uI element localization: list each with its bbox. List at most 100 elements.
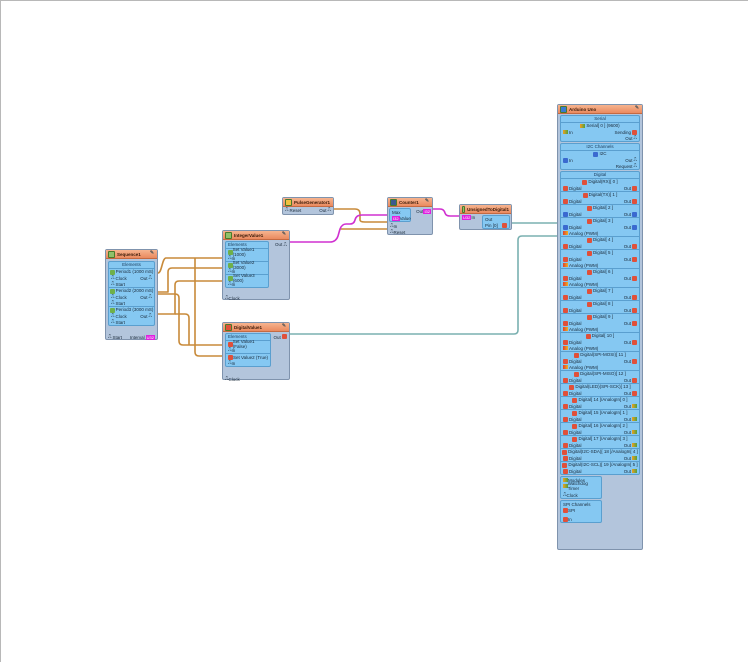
- set-value-1[interactable]: Set Value1 (1000)⎍In: [226, 247, 268, 261]
- digital-pin-icon: [563, 224, 568, 230]
- digital-value-block[interactable]: DigitalValue1 ✎ Elements Set Value1 (Fal…: [222, 322, 290, 382]
- integer-out-pin[interactable]: Out ⎍: [271, 240, 289, 289]
- watchdog-clock-pin[interactable]: ⎍Clock: [561, 492, 601, 498]
- clock-element-icon: [109, 288, 115, 294]
- digital-pin-icon: [586, 237, 592, 243]
- edit-icon[interactable]: ✎: [281, 323, 287, 329]
- set-value-3[interactable]: Set Value3 (600)⎍In: [226, 273, 268, 287]
- pulse-generator-block[interactable]: PulseGenerator1 ⎍Reset Out⎍: [282, 197, 334, 215]
- edit-icon[interactable]: ✎: [149, 250, 155, 256]
- serial-out-pin[interactable]: Out⎍: [561, 135, 639, 141]
- reset-pin-label: Reset: [393, 229, 406, 235]
- digital-in-label: Digital: [569, 339, 582, 345]
- wire-pulse-to-counter-in[interactable]: [333, 208, 387, 223]
- digital-value-header[interactable]: DigitalValue1 ✎: [223, 323, 289, 332]
- digital-pin-icon: [582, 179, 588, 185]
- u32-badge: U32: [462, 214, 472, 220]
- digital-pin-icon: [563, 358, 568, 364]
- wire-seq2-to-dig1[interactable]: [158, 293, 225, 346]
- counter-out-pin[interactable]: OutI32: [412, 207, 432, 223]
- digital-clock-pin[interactable]: ⎍Clock: [223, 376, 289, 382]
- wire-seq2-to-int2[interactable]: [158, 267, 225, 293]
- unsigned-to-digital-header[interactable]: UnsignedToDigital1: [460, 205, 511, 214]
- counter-header[interactable]: Counter1 ✎: [388, 198, 432, 207]
- i2c-request-pin[interactable]: Request⎍: [561, 163, 639, 169]
- serial-item[interactable]: Serial[ 0 ] (9600): [561, 123, 639, 129]
- digital-pin-19[interactable]: Digital(I2C-SCL)[ 19 ]/AnalogIn[ 5 ]Digi…: [561, 462, 639, 474]
- digital-in-label: Digital: [569, 390, 582, 396]
- wire-seq3-to-dig[interactable]: [175, 313, 190, 345]
- spi-in-pin[interactable]: In: [561, 516, 601, 522]
- integer-value-header[interactable]: IntegerValue1 ✎: [223, 231, 289, 240]
- digital-pin-icon: [563, 468, 568, 474]
- digital-out-pin[interactable]: Out: [273, 332, 289, 368]
- edit-icon[interactable]: ✎: [634, 105, 640, 111]
- watchdog-timer[interactable]: Watchdog Timer: [561, 481, 601, 491]
- digital-pin-icon: [586, 205, 592, 211]
- pulse-pins-row[interactable]: ⎍Reset Out⎍: [283, 207, 333, 213]
- digital-pin-icon: [563, 403, 568, 409]
- set-value-1[interactable]: Set Value1 (False)⎍In: [226, 339, 270, 353]
- out-pin-label: Out: [623, 403, 631, 409]
- arduino-uno-block[interactable]: Arduino Uno ✎ Serial Serial[ 0 ] (9600) …: [557, 104, 643, 550]
- integer-value-block[interactable]: IntegerValue1 ✎ Elements Set Value1 (100…: [222, 230, 290, 301]
- counter-icon: [390, 198, 397, 206]
- digital-pin-label: Digital(TX)[ 1 ]: [588, 192, 618, 197]
- wire-dig-to-digital3[interactable]: [290, 235, 557, 335]
- wire-seq1-to-int1[interactable]: [157, 257, 225, 274]
- wire-seq1-to-dig2[interactable]: [194, 258, 225, 357]
- wire-seq3-to-int3[interactable]: [158, 280, 225, 315]
- clock-icon: ⎍: [225, 295, 229, 301]
- digital-pin-18[interactable]: Digital(I2C-SDA)[ 18 ]/AnalogIn[ 4 ]Digi…: [561, 449, 639, 461]
- sequence-header[interactable]: Sequence1 ✎: [106, 250, 157, 259]
- set-value-2[interactable]: Set Value2 (3000)⎍In: [226, 260, 268, 274]
- set-value-2[interactable]: Set Value2 (True)⎍In: [226, 354, 270, 366]
- edit-icon[interactable]: ✎: [281, 231, 287, 237]
- pwm-in-label: Analog (PWM): [569, 230, 599, 236]
- wire-counter-to-u2d[interactable]: [433, 208, 460, 217]
- integer-clock-pin[interactable]: ⎍Clock: [223, 295, 289, 301]
- divider: [561, 461, 639, 462]
- counter-reset-pin[interactable]: ⎍Reset: [388, 229, 432, 235]
- pulse-generator-header[interactable]: PulseGenerator1: [283, 198, 333, 207]
- i2c-item[interactable]: I2C: [561, 151, 639, 157]
- wire-int-to-counter-value[interactable]: [290, 214, 387, 243]
- sequence-block[interactable]: Sequence1 ✎ Elements Period1 (1000 mS) ⎍…: [105, 249, 158, 340]
- arduino-header[interactable]: Arduino Uno ✎: [558, 105, 642, 114]
- u2d-out-group[interactable]: Out Pin [0]: [482, 215, 510, 229]
- edit-icon[interactable]: ✎: [424, 198, 430, 204]
- spi-item[interactable]: SPI: [561, 507, 601, 513]
- digital-in-label: Digital: [569, 185, 582, 191]
- counter-in-pin[interactable]: ⎍In: [388, 223, 432, 229]
- sequence-title: Sequence1: [117, 251, 141, 257]
- analog-icon: [632, 456, 637, 460]
